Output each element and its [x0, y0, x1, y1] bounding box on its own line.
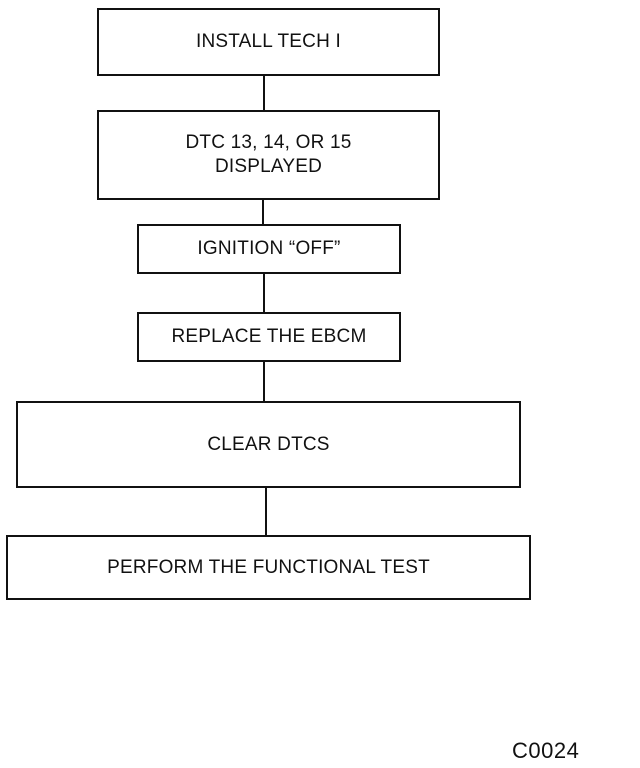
step-dtc-displayed: DTC 13, 14, OR 15 DISPLAYED [97, 110, 440, 200]
connector-4-5 [263, 360, 265, 402]
connector-5-6 [265, 486, 267, 536]
connector-3-4 [263, 272, 265, 312]
step-label: REPLACE THE EBCM [171, 326, 367, 347]
step-label-line-1: DTC 13, 14, OR 15 [185, 132, 352, 153]
figure-code: C0024 [512, 738, 580, 763]
step-label: IGNITION “OFF” [197, 238, 341, 259]
connector-1-2 [263, 74, 265, 110]
step-label: PERFORM THE FUNCTIONAL TEST [107, 556, 430, 578]
step-clear-dtcs: CLEAR DTCS [16, 401, 521, 488]
step-install-tech-i: INSTALL TECH I [97, 8, 440, 76]
step-perform-functional-test: PERFORM THE FUNCTIONAL TEST [6, 535, 531, 600]
step-ignition-off: IGNITION “OFF” [137, 224, 401, 274]
step-label-line-2: DISPLAYED [214, 156, 323, 177]
step-replace-ebcm: REPLACE THE EBCM [137, 312, 401, 362]
connector-2-3 [262, 198, 264, 225]
step-label: CLEAR DTCS [207, 433, 330, 455]
step-label: INSTALL TECH I [196, 31, 341, 52]
